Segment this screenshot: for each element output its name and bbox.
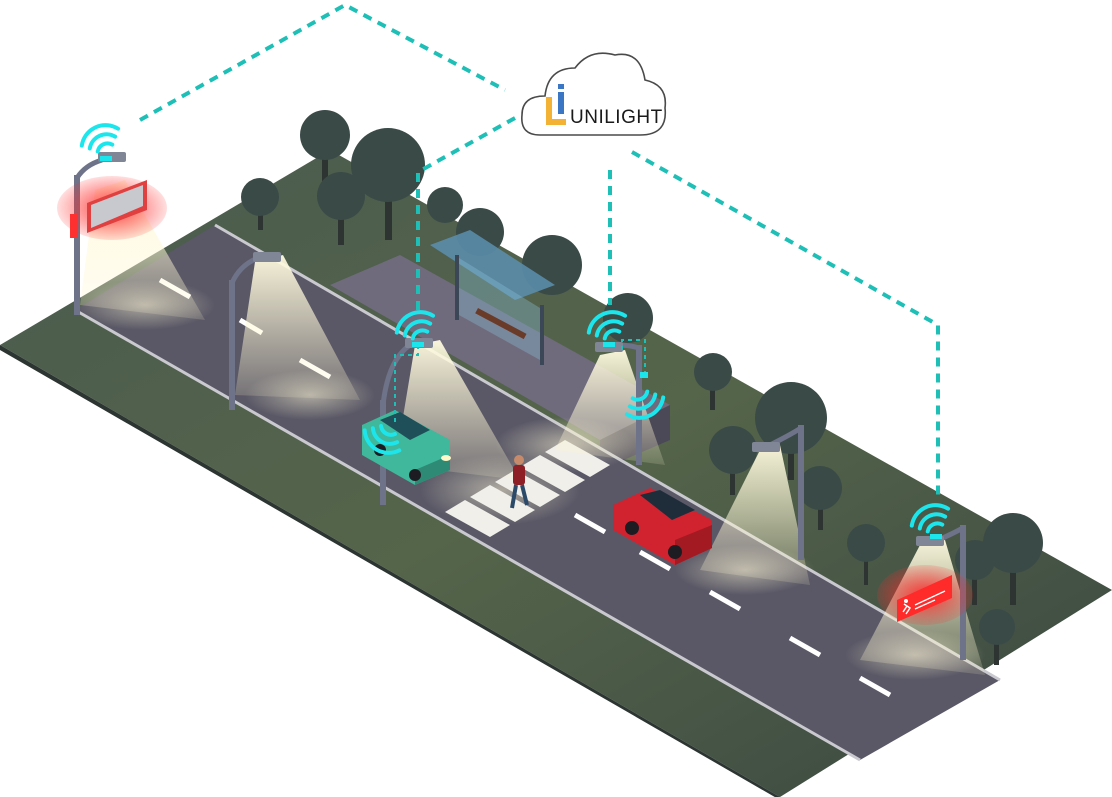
- pedestrian: [510, 455, 529, 509]
- left-warning-sign: [57, 176, 167, 240]
- wifi-icons: [79, 123, 951, 534]
- network-links: [139, 2, 940, 500]
- green-car: [362, 410, 451, 485]
- red-car: [613, 488, 712, 565]
- bus-shelter: [430, 230, 555, 365]
- wifi-icon: [586, 310, 628, 341]
- wifi-icon: [79, 123, 121, 154]
- wifi-icon: [624, 389, 666, 420]
- sensor-nodes: [100, 156, 942, 539]
- right-pedestrian-sign: [877, 565, 973, 625]
- wifi-icon: [909, 503, 951, 534]
- unilight-logo-icon: [546, 84, 566, 125]
- brand-name: UNILIGHT: [570, 107, 663, 128]
- wifi-icon: [362, 424, 402, 455]
- trees: [241, 110, 1043, 665]
- running-man-icon: [902, 590, 946, 615]
- wifi-icon: [394, 310, 436, 341]
- cloud: UNILIGHT: [521, 52, 667, 136]
